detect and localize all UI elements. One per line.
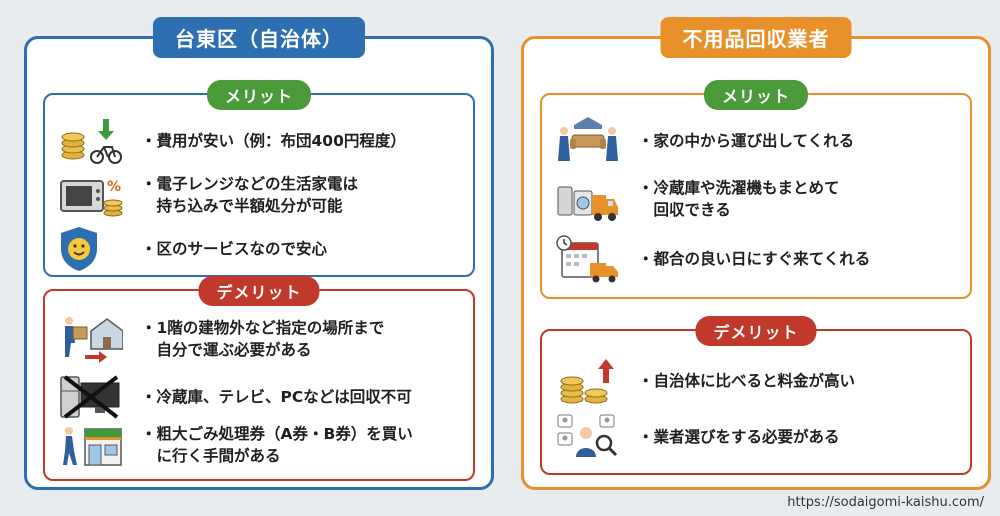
no-appliances-icon: [60, 375, 120, 419]
list-item: ・冷蔵庫、テレビ、PCなどは回収不可: [59, 373, 412, 421]
list-item: ・冷蔵庫や洗濯機もまとめて 回収できる: [556, 175, 840, 223]
panel-title-municipality: 台東区（自治体）: [153, 17, 365, 58]
company-demerit-tag: デメリット: [695, 316, 817, 346]
source-url: https://sodaigomi-kaishu.com/: [787, 495, 984, 510]
list-item: ・費用が安い（例：布団400円程度）: [59, 117, 406, 165]
svg-text:%: %: [107, 179, 121, 195]
shield-smile-icon: [61, 227, 97, 271]
truck-appliances-icon: [557, 186, 618, 221]
list-item: ・業者選びをする必要がある: [556, 413, 840, 461]
panel-municipality: 台東区（自治体） メリット ・費用が安い（例：布団400円程度）: [24, 17, 494, 490]
coins-bicycle-icon: [61, 119, 122, 164]
panel-collection-company: 不用品回収業者 メリット ・家の中から運び出してくれる: [521, 17, 991, 490]
list-item: ・1階の建物外など指定の場所まで 自分で運ぶ必要がある: [59, 315, 384, 363]
calendar-truck-icon: [556, 235, 618, 283]
list-item: ・自治体に比べると料金が高い: [556, 357, 855, 405]
microwave-coins-icon: %: [60, 179, 123, 217]
municipality-demerit-tag: デメリット: [198, 276, 320, 306]
movers-sofa-icon: [558, 117, 618, 161]
person-carrying-box-icon: [65, 317, 123, 363]
list-item: ・都合の良い日にすぐ来てくれる: [556, 235, 870, 283]
company-merit-tag: メリット: [703, 80, 809, 110]
company-merit-box: メリット ・家の中から運び出してくれる: [540, 80, 972, 299]
municipality-demerit-box: デメリット ・1階の建物外など指定の場所まで 自分で運ぶ必要がある ・冷蔵庫、テ…: [43, 276, 475, 481]
panel-title-collection-company: 不用品回収業者: [660, 17, 852, 58]
municipality-merit-tag: メリット: [206, 80, 312, 110]
coins-price-up-icon: [560, 359, 614, 404]
list-item: ・家の中から運び出してくれる: [556, 117, 854, 165]
walking-to-store-icon: [63, 427, 122, 466]
list-item: ・区のサービスなので安心: [59, 225, 327, 273]
municipality-merit-box: メリット ・費用が安い（例：布団400円程度） %: [43, 80, 475, 277]
list-item: % ・電子レンジなどの生活家電は 持ち込みで半額処分が可能: [59, 171, 358, 219]
list-item: ・粗大ごみ処理券（A券・B券）を買い に行く手間がある: [59, 421, 413, 469]
company-demerit-box: デメリット ・自治体に比べると料金が高い: [540, 316, 972, 475]
person-search-icon: [557, 414, 618, 457]
